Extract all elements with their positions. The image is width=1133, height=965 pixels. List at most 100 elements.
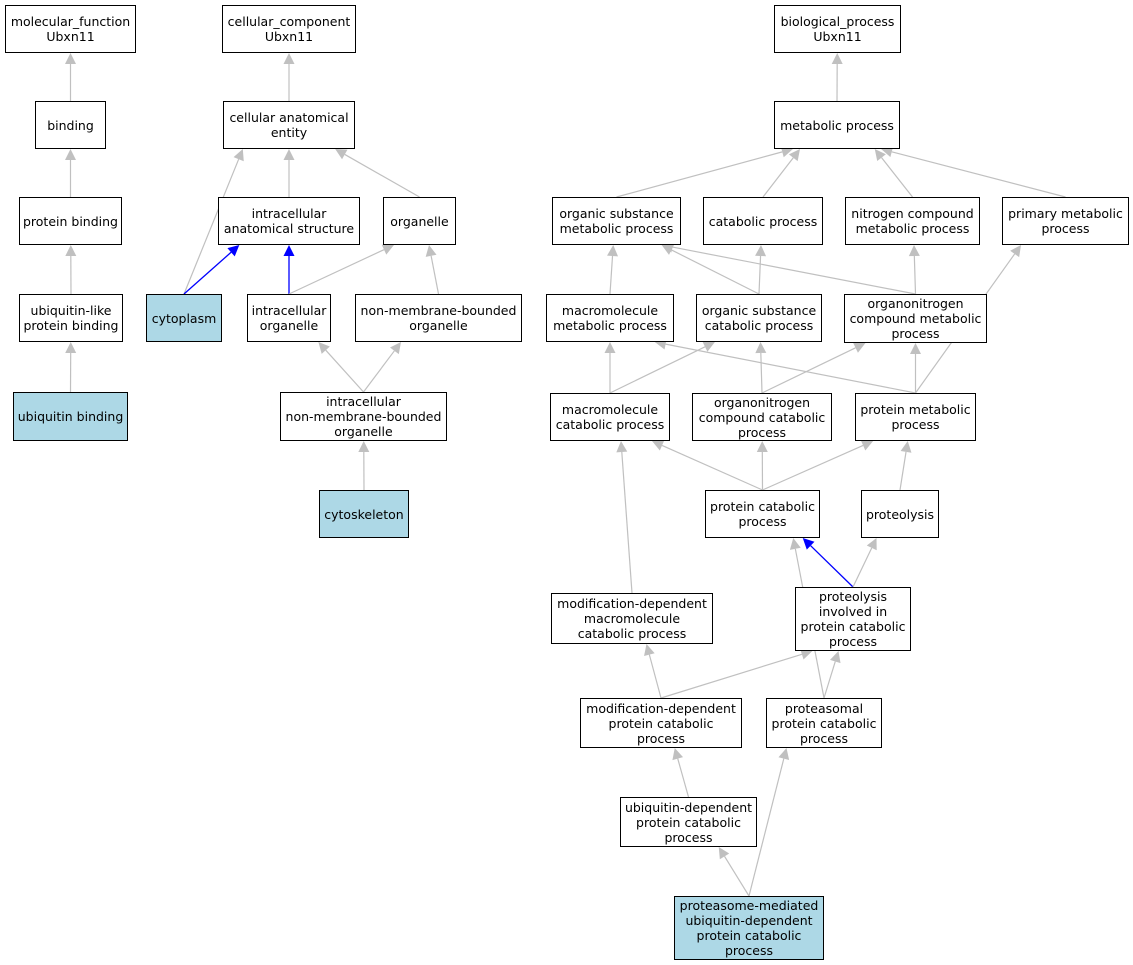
node-proteolysis-involved-in-protein-catabolic-process[interactable]: proteolysis involved in protein cataboli…: [795, 587, 911, 651]
edge-inmbo-to-nmbo: [363, 342, 401, 393]
edge-arrowhead: [778, 748, 790, 761]
node-proteasomal-protein-catabolic-process[interactable]: proteasomal protein catabolic process: [766, 698, 882, 748]
node-organic-substance-catabolic-process[interactable]: organic substance catabolic process: [696, 294, 822, 342]
node-cellular-component-root[interactable]: cellular_component Ubxn11: [222, 5, 356, 53]
edge-line: [430, 255, 440, 295]
edge-arrowhead: [604, 342, 616, 353]
edge-pcp-to-mcp: [652, 440, 763, 491]
edge-line: [671, 249, 760, 295]
edge-line: [761, 347, 856, 394]
edge-pcp-to-protmp: [762, 440, 874, 491]
edge-arrowhead: [283, 149, 295, 160]
edge-line: [616, 151, 783, 198]
node-modification-dependent-macromolecule-catabolic-process[interactable]: modification-dependent macromolecule cat…: [551, 593, 713, 644]
edge-arrowhead: [65, 342, 77, 354]
edge-arrowhead: [755, 342, 767, 354]
edge-protmp-to-mmp: [654, 338, 916, 394]
edge-line: [661, 444, 763, 491]
edge-protein_binding-to-binding: [65, 149, 76, 197]
edge-arrowhead: [802, 538, 815, 550]
edge-mcp-to-oscp: [609, 341, 715, 394]
node-binding[interactable]: binding: [35, 101, 106, 149]
node-protein-binding[interactable]: protein binding: [19, 197, 122, 245]
edge-arrowhead: [908, 245, 920, 257]
node-catabolic-process[interactable]: catabolic process: [703, 197, 823, 245]
node-protein-catabolic-process[interactable]: protein catabolic process: [705, 490, 820, 538]
edge-onccp-to-oncmp: [761, 342, 866, 394]
edge-arrowhead: [831, 53, 843, 65]
edge-line: [363, 350, 395, 393]
node-biological-process-root[interactable]: biological_process Ubxn11: [774, 5, 901, 53]
edge-ncmp-to-metabolic: [874, 149, 913, 198]
edge-mdpcp-to-mdmcp: [644, 644, 662, 699]
node-ubiquitin-binding[interactable]: ubiquitin binding: [13, 392, 128, 441]
edge-line: [760, 352, 763, 394]
edge-oscp-to-osmp: [661, 245, 760, 295]
edge-pmudpcp-to-proteasomal: [748, 748, 790, 897]
edge-pmudpcp-to-udpcp: [718, 847, 750, 897]
node-ubiquitin-dependent-protein-catabolic-process[interactable]: ubiquitin-dependent protein catabolic pr…: [620, 797, 757, 847]
edge-arrowhead: [672, 748, 684, 761]
node-macromolecule-metabolic-process[interactable]: macromolecule metabolic process: [546, 294, 674, 342]
edge-line: [810, 545, 854, 588]
node-modification-dependent-protein-catabolic-process[interactable]: modification-dependent protein catabolic…: [580, 698, 742, 748]
node-intracellular-anatomical-structure[interactable]: intracellular anatomical structure: [218, 197, 360, 245]
edge-pcp-to-onccp: [756, 441, 768, 491]
edge-arrowhead: [789, 538, 801, 550]
edge-line: [758, 255, 762, 295]
node-proteolysis[interactable]: proteolysis: [861, 490, 939, 538]
edge-proteasomal-to-pipcp: [823, 651, 841, 699]
node-proteasome-mediated-ubiquitin-dependent-protein-catabolic-process[interactable]: proteasome-mediated ubiquitin-dependent …: [674, 896, 824, 960]
edge-arrowhead: [702, 341, 715, 352]
edge-oncmp-to-ncmp: [908, 245, 920, 295]
edge-mcp-to-mmp: [604, 342, 616, 393]
edge-line: [325, 349, 364, 393]
edge-pipcp-to-proteolysis: [852, 538, 877, 588]
node-intracellular-organelle[interactable]: intracellular organelle: [247, 294, 331, 342]
edge-arrowhead: [390, 342, 401, 355]
node-organic-substance-metabolic-process[interactable]: organic substance metabolic process: [552, 197, 681, 245]
edge-arrowhead: [756, 441, 768, 453]
edge-arrowhead: [358, 441, 370, 453]
node-cellular-anatomical-entity[interactable]: cellular anatomical entity: [223, 101, 355, 149]
edge-catabolic-to-metabolic: [762, 149, 800, 198]
edge-arrowhead: [65, 53, 76, 64]
node-ubiquitin-like-protein-binding[interactable]: ubiquitin-like protein binding: [19, 294, 123, 342]
edge-cytoskeleton-to-inmbo: [358, 441, 370, 491]
edge-arrowhead: [65, 149, 76, 160]
node-intracellular-non-membrane-bounded-organelle[interactable]: intracellular non-membrane-bounded organ…: [280, 392, 447, 441]
edge-metabolic-to-bp_root: [831, 53, 843, 102]
edge-udpcp-to-mdpcp: [672, 748, 690, 798]
node-cytoplasm[interactable]: cytoplasm: [146, 294, 222, 342]
edge-cytoplasm-to-cae: [183, 149, 244, 295]
edge-line: [621, 451, 633, 594]
edge-onccp-to-oscp: [755, 342, 767, 394]
edge-inmbo-to-intra_org: [318, 342, 364, 393]
node-molecular-function-root[interactable]: molecular_function Ubxn11: [5, 5, 136, 53]
edge-arrowhead: [425, 245, 437, 257]
edge-arrowhead: [830, 651, 841, 664]
node-cytoskeleton[interactable]: cytoskeleton: [319, 490, 409, 538]
edge-arrowhead: [381, 244, 394, 255]
edge-line: [672, 246, 916, 295]
node-organonitrogen-compound-catabolic-process[interactable]: organonitrogen compound catabolic proces…: [692, 393, 832, 441]
edge-arrowhead: [283, 53, 295, 64]
node-protein-metabolic-process[interactable]: protein metabolic process: [855, 393, 976, 441]
node-nitrogen-compound-metabolic-process[interactable]: nitrogen compound metabolic process: [845, 197, 980, 245]
edge-arrowhead: [227, 245, 240, 257]
node-organonitrogen-compound-metabolic-process[interactable]: organonitrogen compound metabolic proces…: [844, 294, 987, 343]
edge-oncmp-to-osmp: [661, 241, 916, 295]
edge-line: [183, 251, 232, 295]
edge-line: [823, 661, 836, 699]
edge-arrowhead: [755, 245, 767, 257]
node-macromolecule-catabolic-process[interactable]: macromolecule catabolic process: [550, 393, 670, 441]
node-organelle[interactable]: organelle: [383, 197, 456, 245]
edge-arrowhead: [607, 245, 619, 257]
edge-osmp-to-metabolic: [616, 146, 793, 198]
edge-line: [881, 157, 913, 198]
edge-proteolysis-to-protmp: [899, 441, 912, 491]
node-primary-metabolic-process[interactable]: primary metabolic process: [1002, 197, 1129, 245]
node-metabolic-process[interactable]: metabolic process: [774, 101, 900, 149]
node-non-membrane-bounded-organelle[interactable]: non-membrane-bounded organelle: [355, 294, 522, 342]
edge-cae-to-cc_root: [283, 53, 295, 101]
